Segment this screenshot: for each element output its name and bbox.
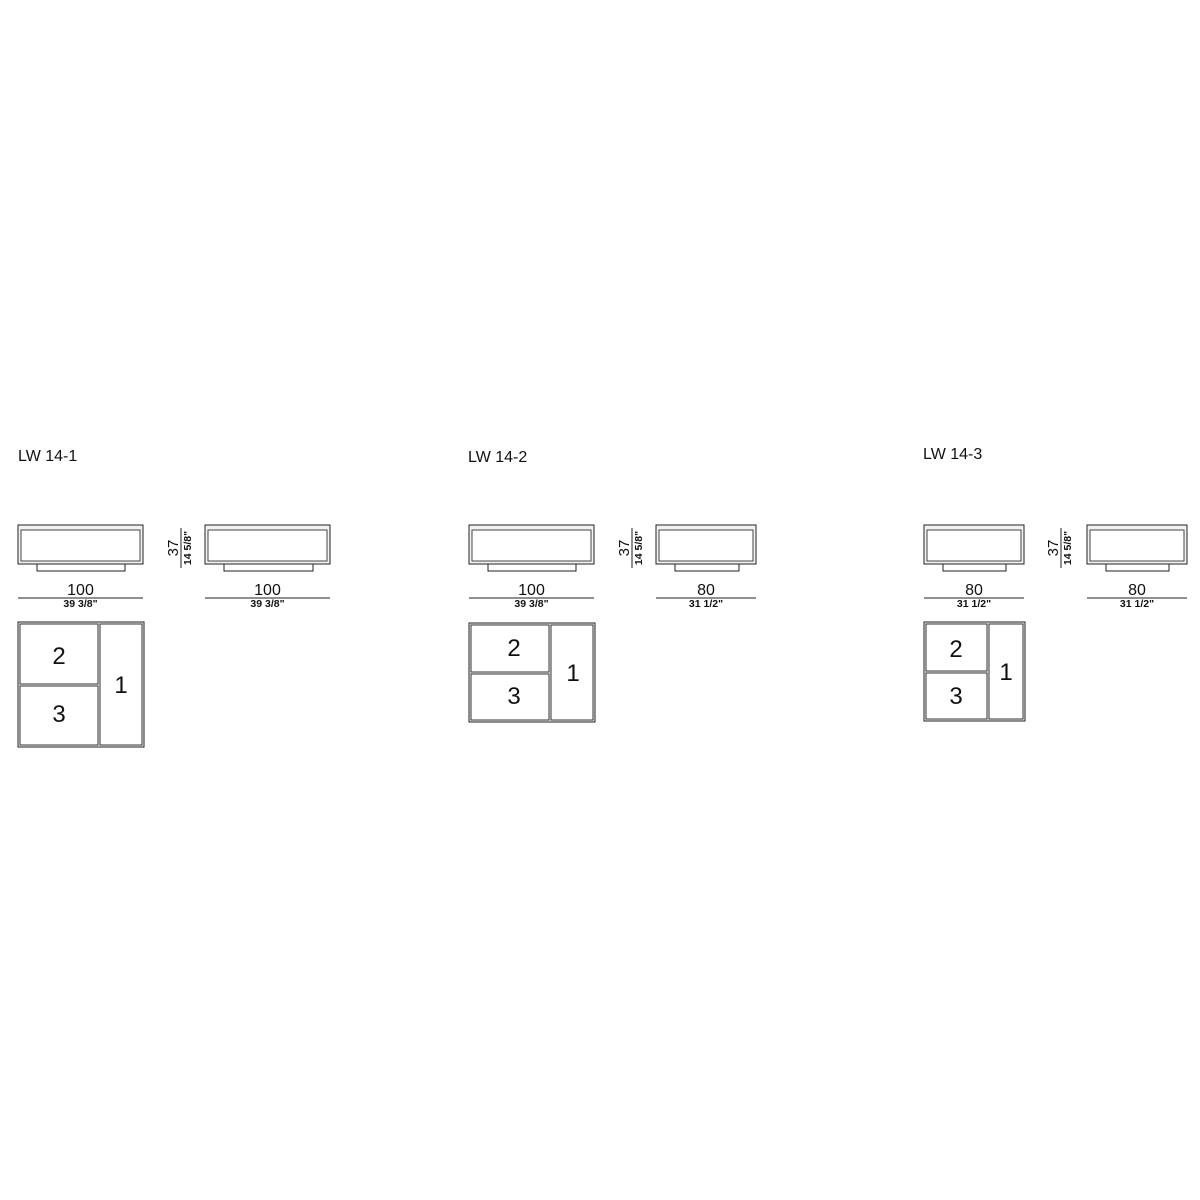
front-panel <box>20 529 141 562</box>
front-panel <box>926 529 1022 562</box>
module-title: LW 14-3 <box>923 446 982 463</box>
module-title: LW 14-2 <box>468 449 527 466</box>
plan-compartment-2 <box>925 623 988 672</box>
height-cm: 37 <box>616 540 633 557</box>
front-plinth <box>942 563 1007 572</box>
compartment-label-2: 2 <box>507 635 520 662</box>
compartment-label-1: 1 <box>566 660 579 687</box>
compartment-label-1: 1 <box>999 659 1012 686</box>
height-cm: 37 <box>1045 540 1062 557</box>
front-plinth <box>36 563 126 572</box>
module-lw-14-1: LW 14-1 100 39 3/8" 37 14 5/8" 100 39 3/… <box>17 448 331 748</box>
front-width-in: 39 3/8" <box>514 598 548 610</box>
plan-compartment-3 <box>19 685 99 746</box>
height-dimension: 37 14 5/8" <box>165 528 194 568</box>
side-panel <box>207 529 328 562</box>
front-width-cm: 100 <box>518 582 545 599</box>
plan-view: 2 3 1 <box>468 622 596 723</box>
side-plinth <box>674 563 740 572</box>
height-dimension: 37 14 5/8" <box>1045 528 1074 568</box>
height-in: 14 5/8" <box>633 531 645 565</box>
height-cm: 37 <box>165 540 182 557</box>
compartment-label-3: 3 <box>507 683 520 710</box>
front-elevation <box>468 524 595 572</box>
plan-compartment-1 <box>988 623 1024 720</box>
side-panel <box>658 529 754 562</box>
plan-compartment-2 <box>19 623 99 685</box>
side-width-in: 31 1/2" <box>689 598 723 610</box>
side-plinth <box>1105 563 1170 572</box>
height-in: 14 5/8" <box>1062 531 1074 565</box>
module-title: LW 14-1 <box>18 448 77 465</box>
side-panel <box>1089 529 1185 562</box>
compartment-label-3: 3 <box>949 683 962 710</box>
side-width-cm: 100 <box>254 582 281 599</box>
height-in: 14 5/8" <box>182 531 194 565</box>
side-width-cm: 80 <box>1128 582 1146 599</box>
front-width-in: 31 1/2" <box>957 598 991 610</box>
height-dimension: 37 14 5/8" <box>616 528 645 568</box>
module-lw-14-2: LW 14-2 100 39 3/8" 37 14 5/8" 80 31 1/2… <box>468 449 757 723</box>
side-width-in: 31 1/2" <box>1120 598 1154 610</box>
plan-view: 2 3 1 <box>923 621 1026 722</box>
plan-compartment-2 <box>470 624 550 673</box>
module-lw-14-3: LW 14-3 80 31 1/2" 37 14 5/8" 80 31 1/2" <box>923 446 1188 722</box>
front-plinth <box>487 563 577 572</box>
plan-view: 2 3 1 <box>17 621 145 748</box>
plan-compartment-3 <box>925 672 988 720</box>
compartment-label-2: 2 <box>949 636 962 663</box>
front-panel <box>471 529 592 562</box>
front-width-in: 39 3/8" <box>63 598 97 610</box>
side-elevation <box>1086 524 1188 572</box>
front-elevation <box>923 524 1025 572</box>
plan-compartment-1 <box>550 624 594 721</box>
plan-compartment-3 <box>470 673 550 721</box>
front-width-cm: 80 <box>965 582 983 599</box>
side-width-cm: 80 <box>697 582 715 599</box>
compartment-label-2: 2 <box>52 643 65 670</box>
front-elevation <box>17 524 144 572</box>
plan-compartment-1 <box>99 623 143 746</box>
side-elevation <box>204 524 331 572</box>
side-elevation <box>655 524 757 572</box>
front-width-cm: 100 <box>67 582 94 599</box>
compartment-label-3: 3 <box>52 701 65 728</box>
side-plinth <box>223 563 314 572</box>
side-width-in: 39 3/8" <box>250 598 284 610</box>
compartment-label-1: 1 <box>114 672 127 699</box>
